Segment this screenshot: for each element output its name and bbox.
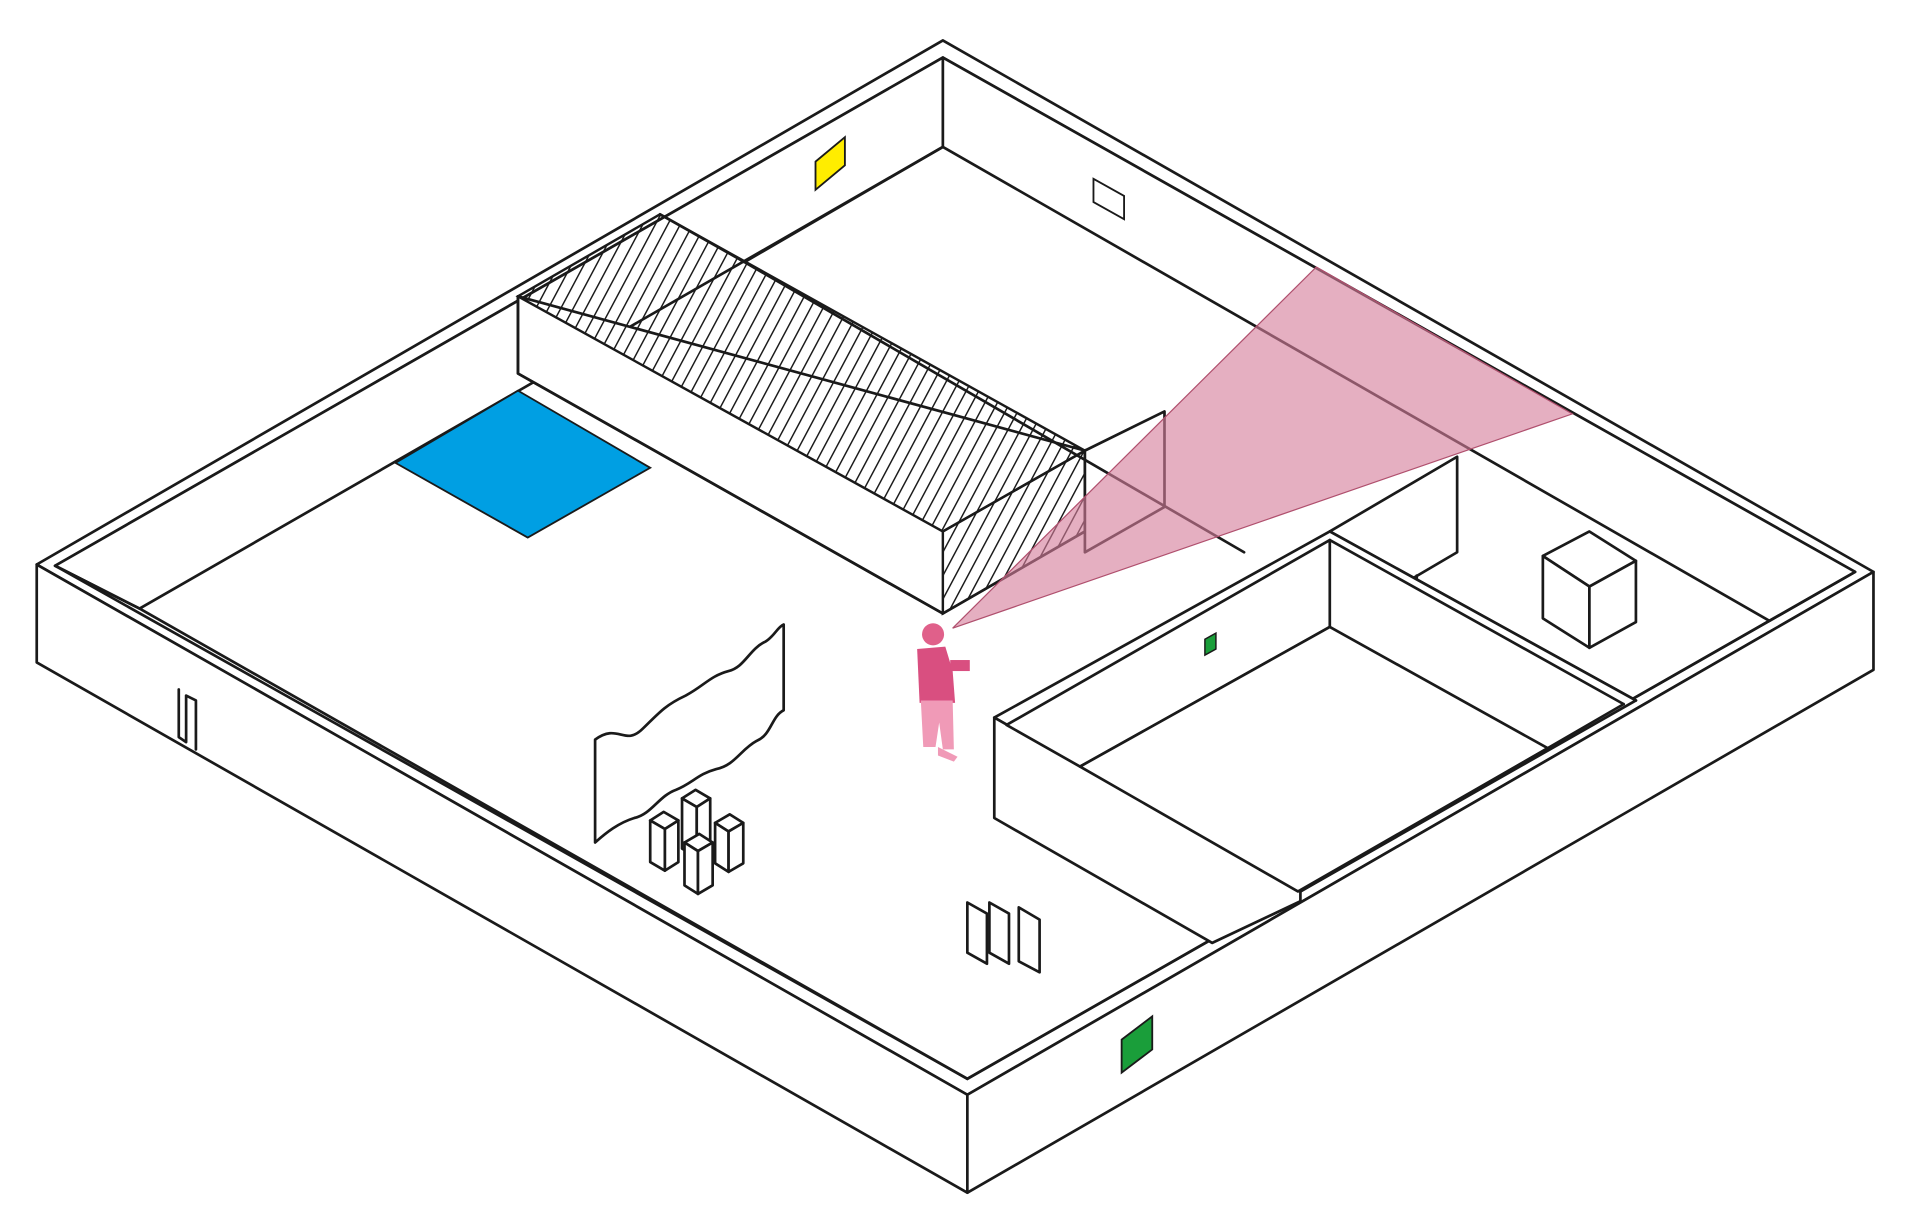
visitor-torso [917,646,956,703]
cube-right [1588,559,1638,650]
green-wall-panel [1120,1014,1154,1075]
visitor-figure [917,623,970,762]
white-wall-panel [1092,177,1125,221]
yellow-wall-panel [814,135,846,192]
pedestal [713,812,745,874]
back-room-edge [743,145,945,264]
standing-panels [966,901,1041,974]
visitor-legs [920,700,954,750]
standing-panel [1017,906,1041,974]
pedestal [683,832,714,896]
partition-back-edge [658,212,746,264]
corner-right-line [1768,570,1857,623]
entrance-notch [177,688,198,751]
entrance-door [177,688,198,751]
cube-sculpture [1541,530,1638,650]
inner-room-right-inner [1328,538,1626,706]
standing-panel [966,901,989,966]
outer-wall-right-face [966,570,1875,1195]
front-left-inner-line [138,607,969,1081]
inner-enclosed-room [992,530,1638,945]
corner-left-line [53,564,141,610]
visitor-head [922,623,945,646]
small-green-panel [1204,631,1217,657]
standing-panel [988,901,1011,966]
visitor-feet [937,746,958,762]
pedestal-group [648,788,745,896]
inner-room-front-line [1299,702,1626,893]
sightline-cone [952,266,1574,629]
inner-room-floor [1078,625,1550,893]
wavy-screen [593,623,786,844]
visitor-tablet [950,660,970,672]
partition-outline [516,294,945,615]
pedestal [648,810,680,873]
blue-floor-panel [393,389,653,539]
wavy-screen-surface [593,623,786,844]
